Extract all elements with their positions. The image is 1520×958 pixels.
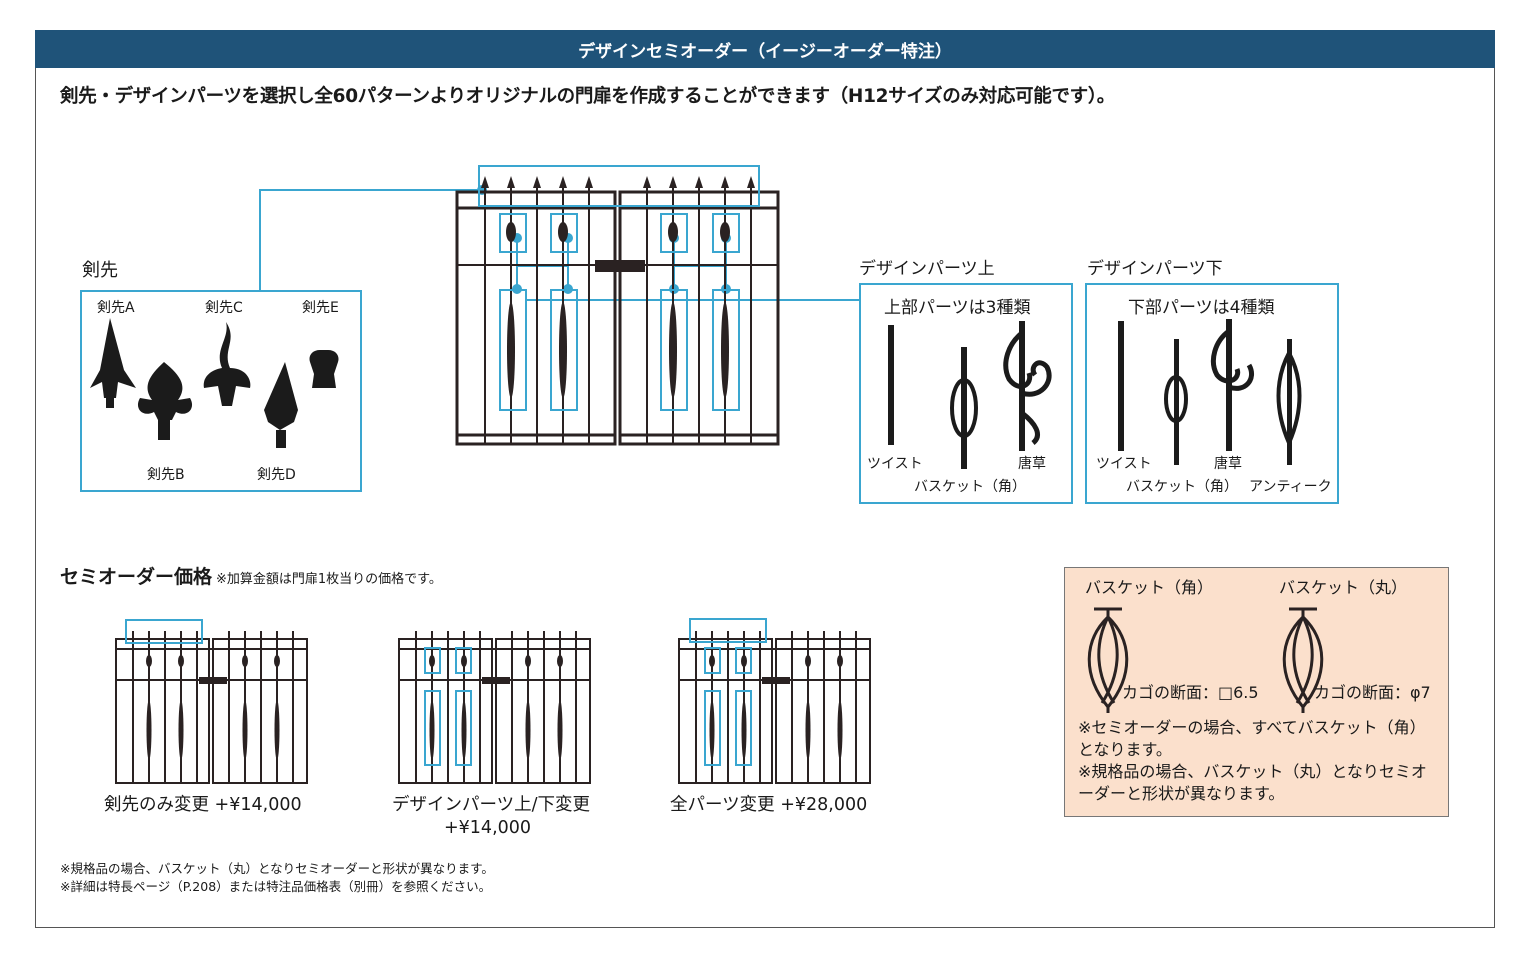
basket-square-section: カゴの断面：□6.5 xyxy=(1122,683,1259,702)
upper-part-highlight-1 xyxy=(499,213,527,253)
lower-part-highlight-4 xyxy=(712,289,740,411)
lower-part-shapes xyxy=(1118,319,1302,465)
option-2-upper-highlight-1 xyxy=(424,647,441,674)
footnote-1: ※規格品の場合、バスケット（丸）となりセミオーダーと形状が異なります。 xyxy=(60,861,494,876)
parts-lower-heading: デザインパーツ下 xyxy=(1087,259,1223,279)
basket-info-box xyxy=(1064,567,1449,817)
option-2-upper-highlight-2 xyxy=(455,647,472,674)
tips-heading: 剣先 xyxy=(82,260,118,281)
option-3-tip-highlight xyxy=(689,618,767,643)
basket-shapes xyxy=(1087,607,1324,713)
lower-karakusa-label: 唐草 xyxy=(1214,456,1242,472)
lower-twist-label: ツイスト xyxy=(1096,456,1152,472)
option-1-tip-highlight xyxy=(125,619,203,644)
lower-part-highlight-2 xyxy=(550,289,578,411)
section-header: デザインセミオーダー（イージーオーダー特注） xyxy=(35,30,1495,68)
basket-round-section: カゴの断面：φ7 xyxy=(1314,683,1431,702)
gate-option-3 xyxy=(678,631,871,784)
tip-b-label: 剣先B xyxy=(147,467,185,483)
basket-round-title: バスケット（丸） xyxy=(1279,578,1408,597)
parts-lower-box xyxy=(1085,283,1339,504)
option-3-lower-highlight-1 xyxy=(704,690,721,766)
option-2-lower-highlight-2 xyxy=(455,690,472,766)
parts-upper-box-title: 上部パーツは3種類 xyxy=(884,298,1031,318)
basket-note-1: ※セミオーダーの場合、すべてバスケット（角）となります。 xyxy=(1078,718,1426,759)
tip-c-label: 剣先C xyxy=(205,300,243,316)
gate-option-2 xyxy=(398,631,591,784)
option-3-upper-highlight-2 xyxy=(735,647,752,674)
intro-text: 剣先・デザインパーツを選択し全60パターンよりオリジナルの門扉を作成することがで… xyxy=(60,86,1116,107)
upper-part-highlight-3 xyxy=(660,213,688,253)
option-1-label: 剣先のみ変更 +¥14,000 xyxy=(104,795,302,815)
parts-upper-heading: デザインパーツ上 xyxy=(859,259,995,279)
option-3-upper-highlight-1 xyxy=(704,647,721,674)
upper-part-highlight-4 xyxy=(712,213,740,253)
tip-a-label: 剣先A xyxy=(97,300,135,316)
option-3-label: 全パーツ変更 +¥28,000 xyxy=(670,795,868,815)
option-3-lower-highlight-2 xyxy=(735,690,752,766)
upper-basket-label: バスケット（角） xyxy=(914,479,1026,495)
option-2-lower-highlight-1 xyxy=(424,690,441,766)
option-2-price: +¥14,000 xyxy=(444,818,532,838)
lower-part-highlight-1 xyxy=(499,289,527,411)
main-gate-illustration xyxy=(455,176,780,446)
option-2-label: デザインパーツ上/下変更 xyxy=(392,795,591,815)
parts-lower-box-title: 下部パーツは4種類 xyxy=(1128,298,1275,318)
footnote-2: ※詳細は特長ページ（P.208）または特注品価格表（別冊）を参照ください。 xyxy=(60,879,492,894)
basket-square-title: バスケット（角） xyxy=(1085,578,1214,597)
upper-karakusa-label: 唐草 xyxy=(1018,456,1046,472)
lower-antique-label: アンティーク xyxy=(1249,479,1332,495)
tips-highlight-main xyxy=(478,165,760,207)
gate-option-1 xyxy=(115,631,308,784)
tip-e-label: 剣先E xyxy=(302,300,339,316)
upper-part-highlight-2 xyxy=(550,213,578,253)
tips-box xyxy=(80,290,362,492)
lower-basket-label: バスケット（角） xyxy=(1126,479,1238,495)
basket-note-2: ※規格品の場合、バスケット（丸）となりセミオーダーと形状が異なります。 xyxy=(1078,762,1427,803)
lower-part-highlight-3 xyxy=(660,289,688,411)
tip-d-label: 剣先D xyxy=(257,467,296,483)
price-note: ※加算金額は門扉1枚当りの価格です。 xyxy=(216,572,442,587)
price-title: セミオーダー価格※加算金額は門扉1枚当りの価格です。 xyxy=(60,566,442,588)
upper-twist-label: ツイスト xyxy=(867,456,923,472)
upper-part-shapes xyxy=(888,321,1052,469)
tip-shapes xyxy=(90,318,339,448)
parts-upper-box xyxy=(859,283,1073,504)
